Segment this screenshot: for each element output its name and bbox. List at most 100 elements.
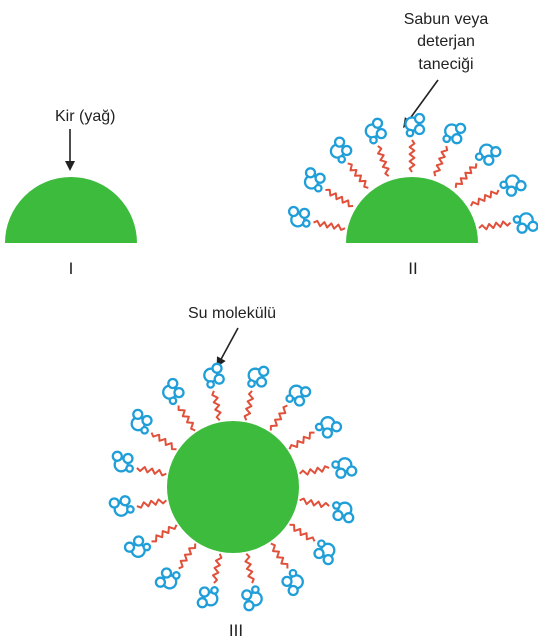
soap-molecules-layer-three [108, 362, 358, 612]
hydrophilic-head-ring [313, 547, 325, 560]
hydrophilic-head-ring [247, 379, 256, 388]
hydrophilic-head-ring [333, 136, 346, 148]
hydrophilic-head-ring [241, 589, 253, 601]
hydrophilic-head-ring [211, 362, 223, 374]
soap-molecule-icon [196, 553, 223, 609]
hydrophilic-head-ring [160, 567, 173, 579]
soap-molecule-icon [299, 497, 355, 524]
hydrophilic-head-ring [287, 205, 300, 218]
soap-molecule-icon [289, 523, 336, 566]
hydrophilic-head-ring [281, 575, 293, 588]
hydrophilic-head-ring [515, 180, 527, 192]
soap-molecule-icon [154, 543, 197, 590]
panel-two-label: II [408, 259, 417, 278]
hydrophilic-head-ring [346, 465, 358, 477]
hydrophilic-head-ring [451, 133, 463, 145]
hydrophobic-tail [269, 404, 288, 431]
hydrophilic-head-ring [251, 585, 260, 594]
hydrophilic-head-ring [332, 509, 344, 522]
hydrophilic-head-ring [413, 112, 426, 125]
soap-label-line2: deterjan [417, 33, 475, 50]
soap-molecule-icon [123, 524, 178, 558]
hydrophilic-head-ring [123, 541, 136, 553]
hydrophilic-head-ring [140, 425, 149, 435]
hydrophilic-head-ring [330, 421, 343, 433]
hydrophilic-head-ring [243, 600, 255, 612]
soap-molecule-icon [404, 112, 426, 173]
hydrophilic-head-ring [413, 123, 426, 136]
hydrophilic-head-ring [505, 185, 518, 197]
hydrophilic-head-ring [119, 495, 131, 507]
soap-label-line1: Sabun veya [404, 11, 489, 28]
hydrophilic-head-ring [210, 586, 219, 595]
hydrophobic-tail [150, 432, 177, 451]
hydrophobic-tail [211, 390, 222, 421]
hydrophobic-tail [177, 405, 196, 432]
hydrophilic-head-ring [331, 460, 340, 469]
hydrophilic-head-ring [132, 535, 145, 547]
hydrophilic-head-ring [168, 396, 178, 406]
hydrophobic-tail [347, 162, 369, 189]
hydrophilic-head-ring [132, 408, 144, 421]
hydrophobic-tail [470, 189, 500, 207]
hydrophobic-tail [454, 163, 478, 189]
hydrophobic-tail [178, 543, 197, 570]
hydrophobic-tail [313, 219, 346, 231]
soap-molecule-icon [299, 457, 358, 479]
hydrophilic-head-ring [167, 377, 179, 390]
hydrophilic-head-ring [198, 586, 211, 598]
hydrophilic-head-ring [126, 505, 135, 514]
hydrophilic-head-ring [321, 427, 334, 439]
hydrophilic-head-ring [499, 180, 509, 190]
soap-molecule-icon [269, 384, 312, 431]
panel-two: Sabun veya deterjan taneciği II [287, 11, 538, 278]
hydrophilic-head-ring [375, 127, 387, 140]
hydrophobic-tail [270, 542, 289, 569]
hydrophilic-head-ring [317, 539, 326, 549]
hydrophilic-head-ring [454, 122, 467, 135]
hydrophilic-head-ring [516, 222, 528, 234]
hydrophilic-head-ring [285, 394, 295, 403]
hydrophilic-head-ring [298, 207, 311, 220]
soap-molecule-icon [111, 450, 167, 477]
hydrophilic-head-ring [341, 144, 353, 157]
hydrophobic-tail [478, 220, 512, 231]
arrow-down-icon [216, 327, 239, 368]
hydrophilic-head-ring [111, 450, 123, 462]
soap-molecules-layer-two [287, 112, 538, 234]
soap-molecule-icon [454, 143, 502, 189]
soap-molecule-icon [130, 408, 177, 451]
hydrophilic-head-ring [314, 172, 326, 184]
soap-molecule-icon [162, 377, 196, 432]
hydrophilic-head-ring [293, 395, 306, 407]
hydrophobic-tail [212, 553, 223, 584]
soap-molecule-icon [108, 495, 167, 517]
hydrophilic-head-ring [527, 220, 538, 232]
hydrophilic-head-ring [314, 422, 324, 432]
hydrophilic-head-ring [288, 568, 298, 578]
soap-molecule-icon [303, 167, 354, 208]
hydrophobic-tail [136, 466, 167, 477]
hydrophilic-head-ring [206, 380, 215, 389]
hydrophilic-head-ring [337, 154, 347, 164]
hydrophilic-head-ring [301, 219, 311, 228]
dirt-blob-two [346, 177, 478, 243]
dirt-blob-one [5, 177, 137, 243]
hydrophilic-head-ring [142, 542, 152, 552]
soap-molecule-icon [470, 174, 527, 207]
hydrophilic-head-ring [369, 135, 378, 145]
hydrophilic-head-ring [442, 134, 452, 144]
soap-molecule-icon [433, 122, 467, 177]
dirt-label: Kir (yağ) [55, 108, 115, 125]
hydrophilic-head-ring [474, 152, 484, 162]
panel-one: Kir (yağ) I [5, 108, 137, 278]
hydrophilic-head-ring [141, 414, 153, 427]
soap-label-line3: taneciği [418, 56, 473, 73]
hydrophilic-head-ring [122, 452, 134, 465]
hydrophilic-head-ring [125, 464, 134, 473]
panel-three-label: III [229, 621, 243, 640]
panel-one-label: I [69, 259, 74, 278]
soap-molecule-icon [478, 212, 538, 234]
hydrophobic-tail [288, 431, 315, 450]
